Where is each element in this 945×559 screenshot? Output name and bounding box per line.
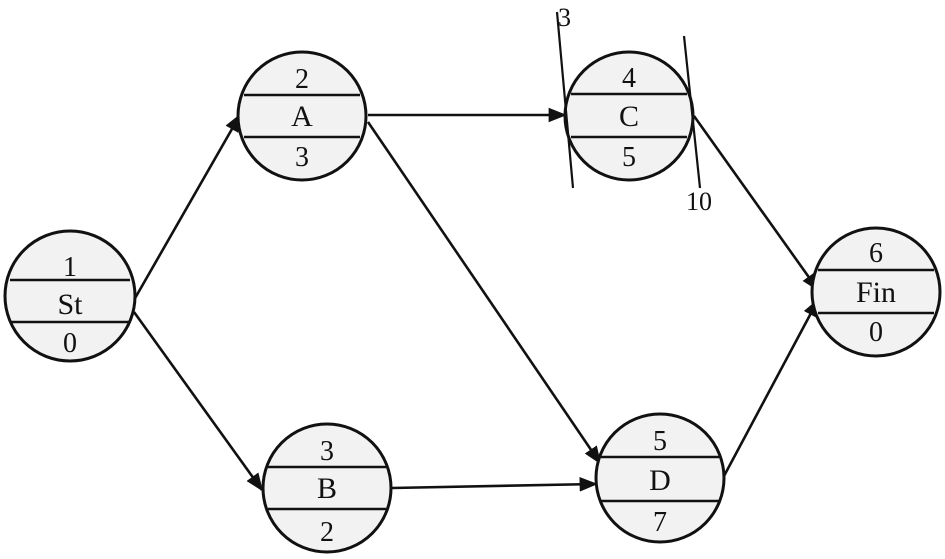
edge-c-fin bbox=[692, 115, 820, 292]
node-fin-top: 6 bbox=[869, 238, 883, 269]
edge-st-b bbox=[132, 311, 264, 492]
cut-line-right bbox=[682, 35, 702, 189]
edges bbox=[132, 107, 820, 492]
node-d-bottom: 7 bbox=[653, 507, 667, 538]
node-b-top: 3 bbox=[320, 436, 334, 467]
cut-lines: 3 10 bbox=[555, 3, 712, 216]
node-a-bottom: 3 bbox=[295, 142, 309, 173]
node-d-label: D bbox=[649, 464, 671, 497]
node-c-top: 4 bbox=[622, 63, 636, 94]
node-d-top: 5 bbox=[653, 426, 667, 457]
edge-a-d bbox=[366, 121, 602, 465]
node-a-label: A bbox=[291, 100, 313, 133]
node-c-label: C bbox=[619, 100, 639, 133]
cut-label-right: 10 bbox=[686, 187, 712, 216]
edge-b-d bbox=[391, 477, 598, 492]
node-st-label: St bbox=[57, 288, 83, 321]
node-c: 4 C 5 bbox=[563, 50, 695, 182]
edge-st-a bbox=[132, 113, 242, 301]
node-a: 2 A 3 bbox=[236, 50, 368, 182]
node-fin: 6 Fin 0 bbox=[810, 226, 942, 358]
cut-line-left bbox=[555, 11, 575, 189]
edge-d-fin bbox=[722, 298, 820, 477]
cut-label-left: 3 bbox=[558, 3, 571, 32]
node-b-bottom: 2 bbox=[320, 517, 334, 548]
node-d: 5 D 7 bbox=[594, 412, 726, 544]
node-st-bottom: 0 bbox=[63, 328, 77, 359]
node-st: 1 St 0 bbox=[3, 229, 137, 363]
node-st-top: 1 bbox=[63, 252, 77, 283]
node-fin-bottom: 0 bbox=[869, 317, 883, 348]
node-a-top: 2 bbox=[295, 64, 309, 95]
node-fin-label: Fin bbox=[856, 276, 896, 309]
node-b-label: B bbox=[317, 472, 337, 505]
node-c-bottom: 5 bbox=[622, 142, 636, 173]
node-b: 3 B 2 bbox=[261, 422, 393, 554]
